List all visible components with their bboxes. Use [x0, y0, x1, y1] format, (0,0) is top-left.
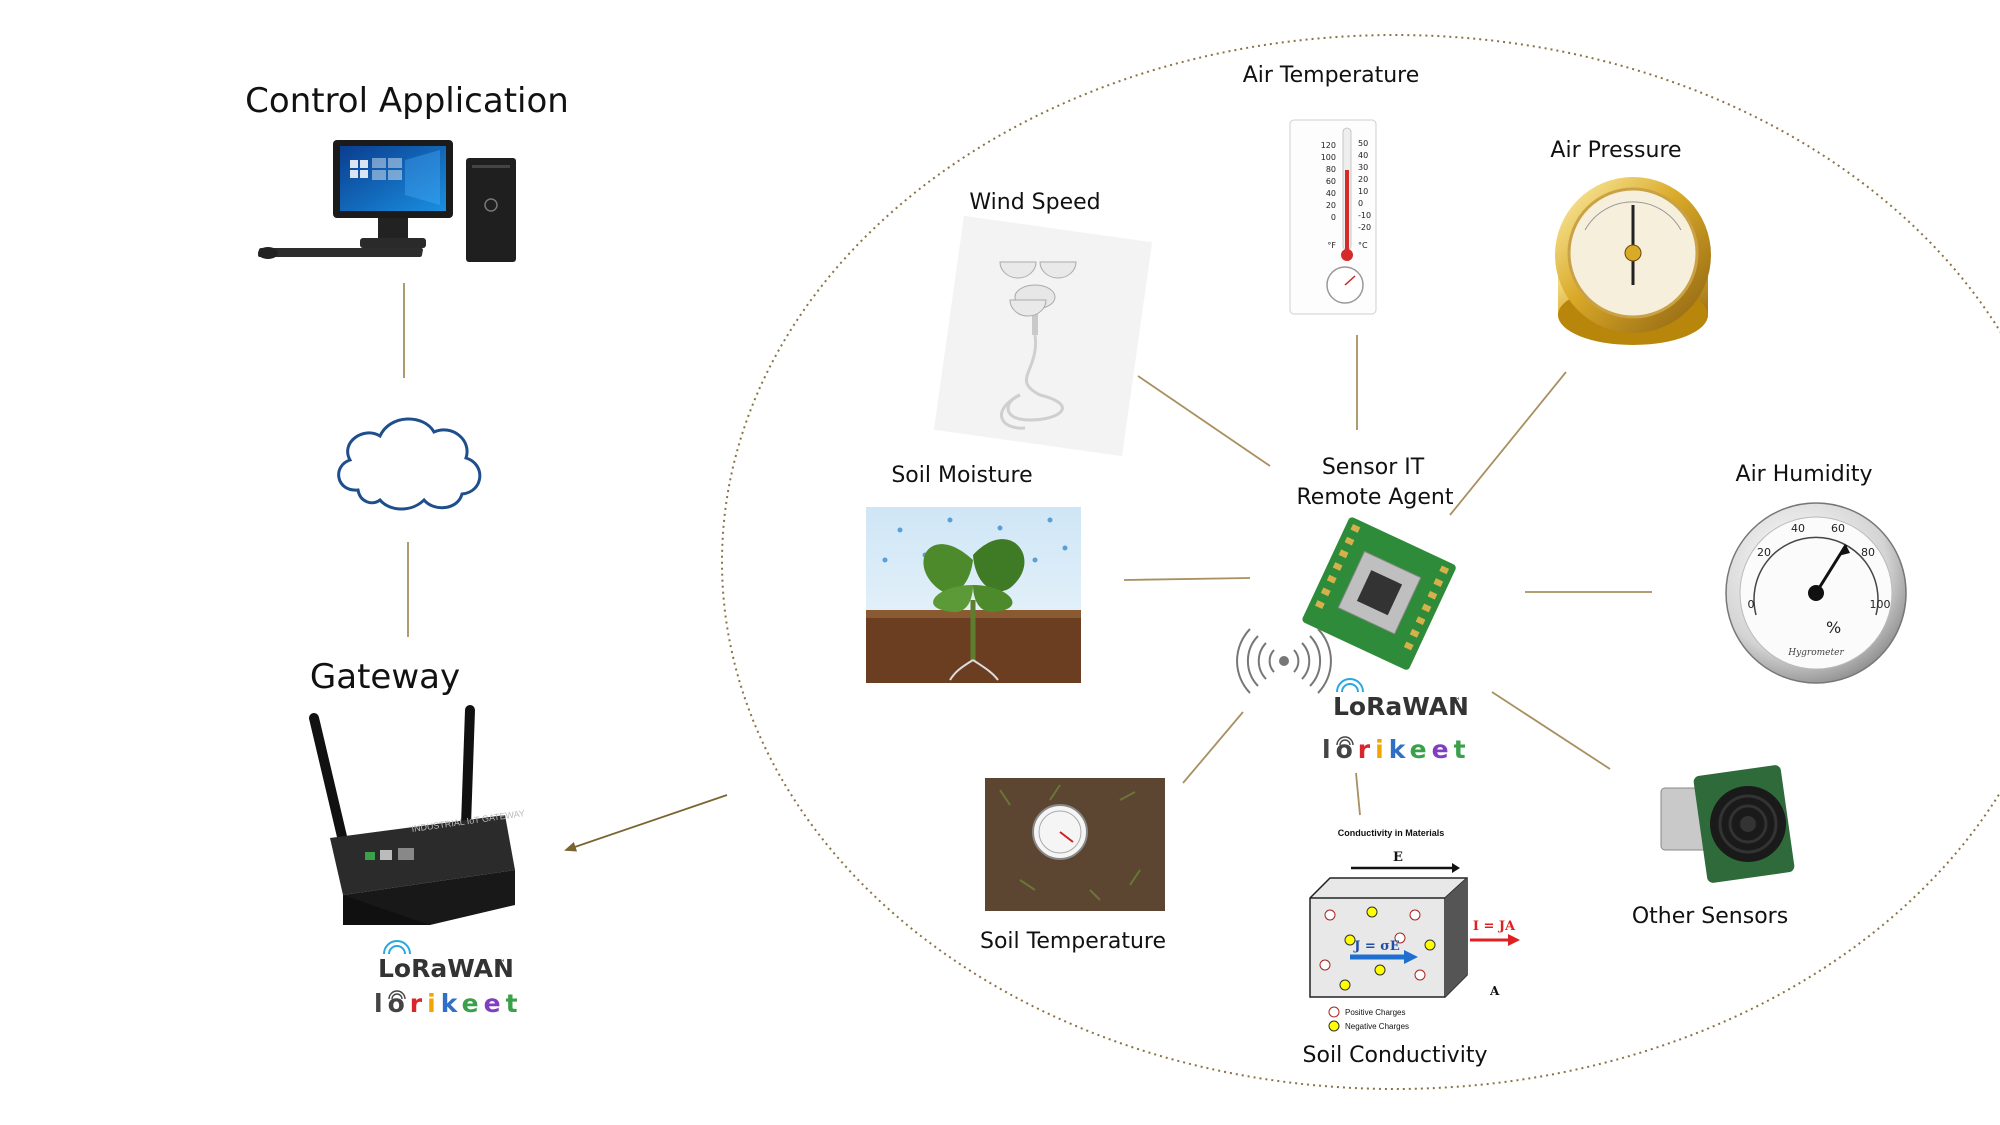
soil-conductivity-label: Soil Conductivity — [1303, 1043, 1488, 1068]
hygrometer-brand: Hygrometer — [1787, 648, 1844, 658]
other-sensors-label: Other Sensors — [1632, 904, 1788, 929]
thermometer-celsius-scale: 50 40 30 20 10 0 -10 -20 °C — [1358, 139, 1371, 250]
lorikeet-letter: r — [1358, 735, 1375, 764]
hygrometer-tick: 60 — [1831, 522, 1845, 535]
e-field-label: E — [1393, 850, 1403, 865]
lorikeet-letter: k — [1389, 735, 1410, 764]
thermometer-fahrenheit-scale: 120 100 80 60 40 20 0 °F — [1321, 141, 1337, 250]
thermo-c-tick: 0 — [1358, 199, 1363, 208]
lorikeet-letter: e — [1410, 735, 1432, 764]
sensor-it-label: Sensor IT — [1322, 455, 1425, 480]
ultrasonic-sensor-image — [1660, 765, 1795, 883]
lorikeet-letter: t — [506, 989, 523, 1018]
thermo-c-tick: 50 — [1358, 139, 1368, 148]
lorikeet-letter: i — [427, 989, 441, 1018]
soil-moisture-image — [866, 507, 1081, 683]
lorikeet-letter: l — [1322, 735, 1336, 764]
lorikeet-letter: k — [441, 989, 462, 1018]
thermo-f-tick: 20 — [1326, 201, 1336, 210]
uplink-arrow — [564, 794, 728, 852]
wind-speed-label: Wind Speed — [969, 190, 1100, 215]
lorawan-logo-gateway: LoRaWAN ™ — [378, 940, 514, 983]
air-humidity-label: Air Humidity — [1736, 462, 1873, 487]
lorikeet-letter: e — [462, 989, 484, 1018]
hygrometer-tick: 100 — [1870, 598, 1891, 611]
lorikeet-logo-gateway: lorikeet — [374, 989, 523, 1018]
sensor-field-boundary — [721, 34, 2000, 1090]
cloud-icon — [337, 417, 482, 511]
connector-air-pressure — [1449, 371, 1567, 516]
soil-moisture-label: Soil Moisture — [891, 463, 1032, 488]
connector-other — [1491, 691, 1611, 770]
air-temperature-label: Air Temperature — [1243, 63, 1420, 88]
lorikeet-letter: l — [374, 989, 388, 1018]
area-label: A — [1489, 984, 1500, 998]
thermo-f-tick: 40 — [1326, 189, 1336, 198]
desktop-computer-image — [258, 140, 516, 262]
current-density-equation: J = σE — [1353, 939, 1400, 954]
thermo-f-tick: 100 — [1321, 153, 1336, 162]
soil-thermometer-image — [985, 778, 1165, 911]
air-pressure-label: Air Pressure — [1550, 138, 1681, 163]
lorawan-trademark: ™ — [1452, 697, 1461, 707]
lorikeet-logo-center: lorikeet — [1322, 735, 1471, 764]
current-equation: I = JA — [1473, 919, 1516, 934]
hygrometer-tick: 80 — [1861, 546, 1875, 559]
lorikeet-letter: r — [410, 989, 427, 1018]
anemometer-image — [933, 215, 1153, 457]
lorawan-text: LoRaWAN — [1333, 692, 1469, 721]
lorikeet-letter: t — [1454, 735, 1471, 764]
thermo-c-tick: 30 — [1358, 163, 1368, 172]
connector-wind — [1137, 375, 1271, 467]
hygrometer-unit: % — [1826, 618, 1841, 637]
thermo-f-tick: 60 — [1326, 177, 1336, 186]
sensor-module-image — [1302, 517, 1456, 670]
thermo-c-unit: °C — [1358, 241, 1368, 250]
connector-conductivity — [1355, 772, 1361, 816]
thermo-c-tick: -20 — [1358, 223, 1371, 232]
remote-agent-label: Remote Agent — [1297, 485, 1454, 510]
hygrometer-scale: 0 20 40 60 80 100 — [1748, 522, 1891, 611]
connector-soil-moisture — [1123, 577, 1251, 581]
connector-lines — [403, 283, 1652, 816]
hygrometer-tick: 0 — [1748, 598, 1755, 611]
lorawan-trademark: ™ — [497, 959, 506, 969]
gateway-label: Gateway — [310, 657, 460, 697]
lorikeet-letter: e — [484, 989, 506, 1018]
hygrometer-image: 0 20 40 60 80 100 % Hygrometer — [1725, 502, 1907, 684]
lorikeet-text: lorikeet — [1322, 735, 1471, 764]
lorawan-logo-center: LoRaWAN ™ — [1333, 678, 1469, 721]
thermo-c-tick: -10 — [1358, 211, 1371, 220]
lorikeet-letter: e — [1432, 735, 1454, 764]
thermo-c-tick: 20 — [1358, 175, 1368, 184]
charge-markers — [1319, 906, 1436, 991]
lorawan-text: LoRaWAN — [378, 954, 514, 983]
lorikeet-letter: i — [1375, 735, 1389, 764]
thermo-f-tick: 0 — [1331, 213, 1336, 222]
legend-positive: Positive Charges — [1345, 1008, 1405, 1017]
legend-negative: Negative Charges — [1345, 1022, 1409, 1031]
thermo-f-tick: 120 — [1321, 141, 1336, 150]
hygrometer-tick: 40 — [1791, 522, 1805, 535]
thermo-f-tick: 80 — [1326, 165, 1336, 174]
soil-temperature-label: Soil Temperature — [980, 929, 1166, 954]
conductivity-figure: Conductivity in Materials E J = σE I = J… — [1309, 828, 1520, 1032]
hygrometer-tick: 20 — [1757, 546, 1771, 559]
gateway-device-image: INDUSTRIAL IoT GATEWAY — [309, 705, 526, 925]
thermo-c-tick: 40 — [1358, 151, 1368, 160]
conductivity-figure-title: Conductivity in Materials — [1338, 828, 1445, 838]
control-application-label: Control Application — [245, 81, 569, 121]
connector-soil-temp — [1182, 711, 1244, 784]
wireless-signal-icon — [1236, 628, 1332, 694]
thermo-f-unit: °F — [1327, 241, 1336, 250]
barometer-image — [1555, 177, 1711, 345]
thermo-c-tick: 10 — [1358, 187, 1368, 196]
thermometer-image: 120 100 80 60 40 20 0 °F 50 40 30 20 10 … — [1289, 119, 1377, 315]
